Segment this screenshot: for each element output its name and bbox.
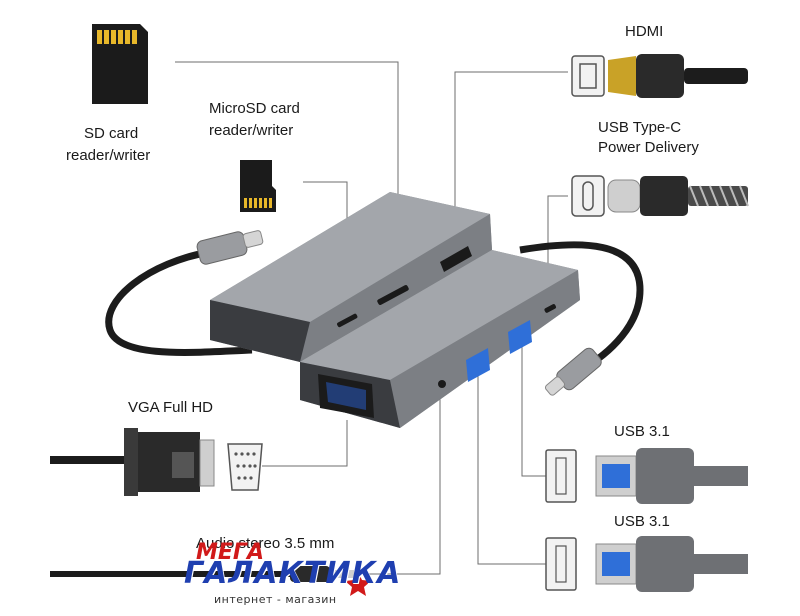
usbc-plug-hub-right: [544, 347, 602, 396]
usb-plug-top-icon: [595, 448, 748, 504]
hub-cable-right: [519, 241, 644, 374]
audio-jack: [438, 380, 446, 388]
hub-lower-block: [300, 250, 580, 428]
watermark-brand-top: МЕГА: [196, 540, 264, 565]
microsd-label-line1: MicroSD card: [209, 100, 300, 117]
sd-card-icon: [92, 24, 148, 104]
microsd-card-icon: [240, 160, 276, 212]
usb31-bottom-label: USB 3.1: [614, 513, 670, 530]
usb-bottom-leader-line: [477, 374, 546, 565]
usb-port-bottom-icon: [545, 537, 577, 591]
watermark-brand-main: ГАЛАКТИКА: [184, 556, 402, 591]
vga-leader-line: [262, 420, 348, 467]
sd-card-label-line1: SD card: [84, 125, 139, 142]
vga-plug-icon: [50, 428, 215, 496]
vga-label: VGA Full HD: [128, 399, 214, 416]
watermark-brand-sub: интернет - магазин: [214, 593, 337, 606]
usbc-plug-hub-left: [196, 230, 264, 265]
hub-upper-block: [210, 192, 492, 362]
usb-port-left: [466, 348, 490, 382]
hdmi-port-icon: [571, 55, 605, 97]
hub-cable-left: [105, 248, 253, 356]
vga-port-icon: [227, 443, 263, 491]
usb-port-right: [508, 320, 532, 354]
usbc-plug-icon: [607, 176, 749, 216]
usb-top-leader-line: [521, 344, 546, 477]
sd-slot: [377, 285, 409, 305]
microsd-label-line2: reader/writer: [209, 122, 294, 139]
audio-plug-icon: [50, 566, 354, 582]
usbc-port-icon: [571, 175, 605, 217]
usbc-slot: [544, 304, 557, 313]
microsd-slot: [337, 313, 358, 328]
hdmi-slot: [440, 246, 472, 272]
usbc-label-line2: Power Delivery: [598, 139, 699, 156]
hdmi-label: HDMI: [625, 23, 664, 40]
usb31-top-label: USB 3.1: [614, 423, 670, 440]
usb-port-top-icon: [545, 449, 577, 503]
hdmi-plug-icon: [608, 54, 748, 98]
audio-label: Audio stereo 3.5 mm: [196, 535, 335, 552]
usb-plug-bottom-icon: [595, 536, 748, 592]
audio-leader-line: [360, 380, 441, 575]
hdmi-leader-line: [454, 71, 568, 256]
brand-star-icon: [345, 572, 371, 596]
sd-card-label-line2: reader/writer: [66, 147, 151, 164]
usbc-label-line1: USB Type-C: [598, 119, 682, 136]
